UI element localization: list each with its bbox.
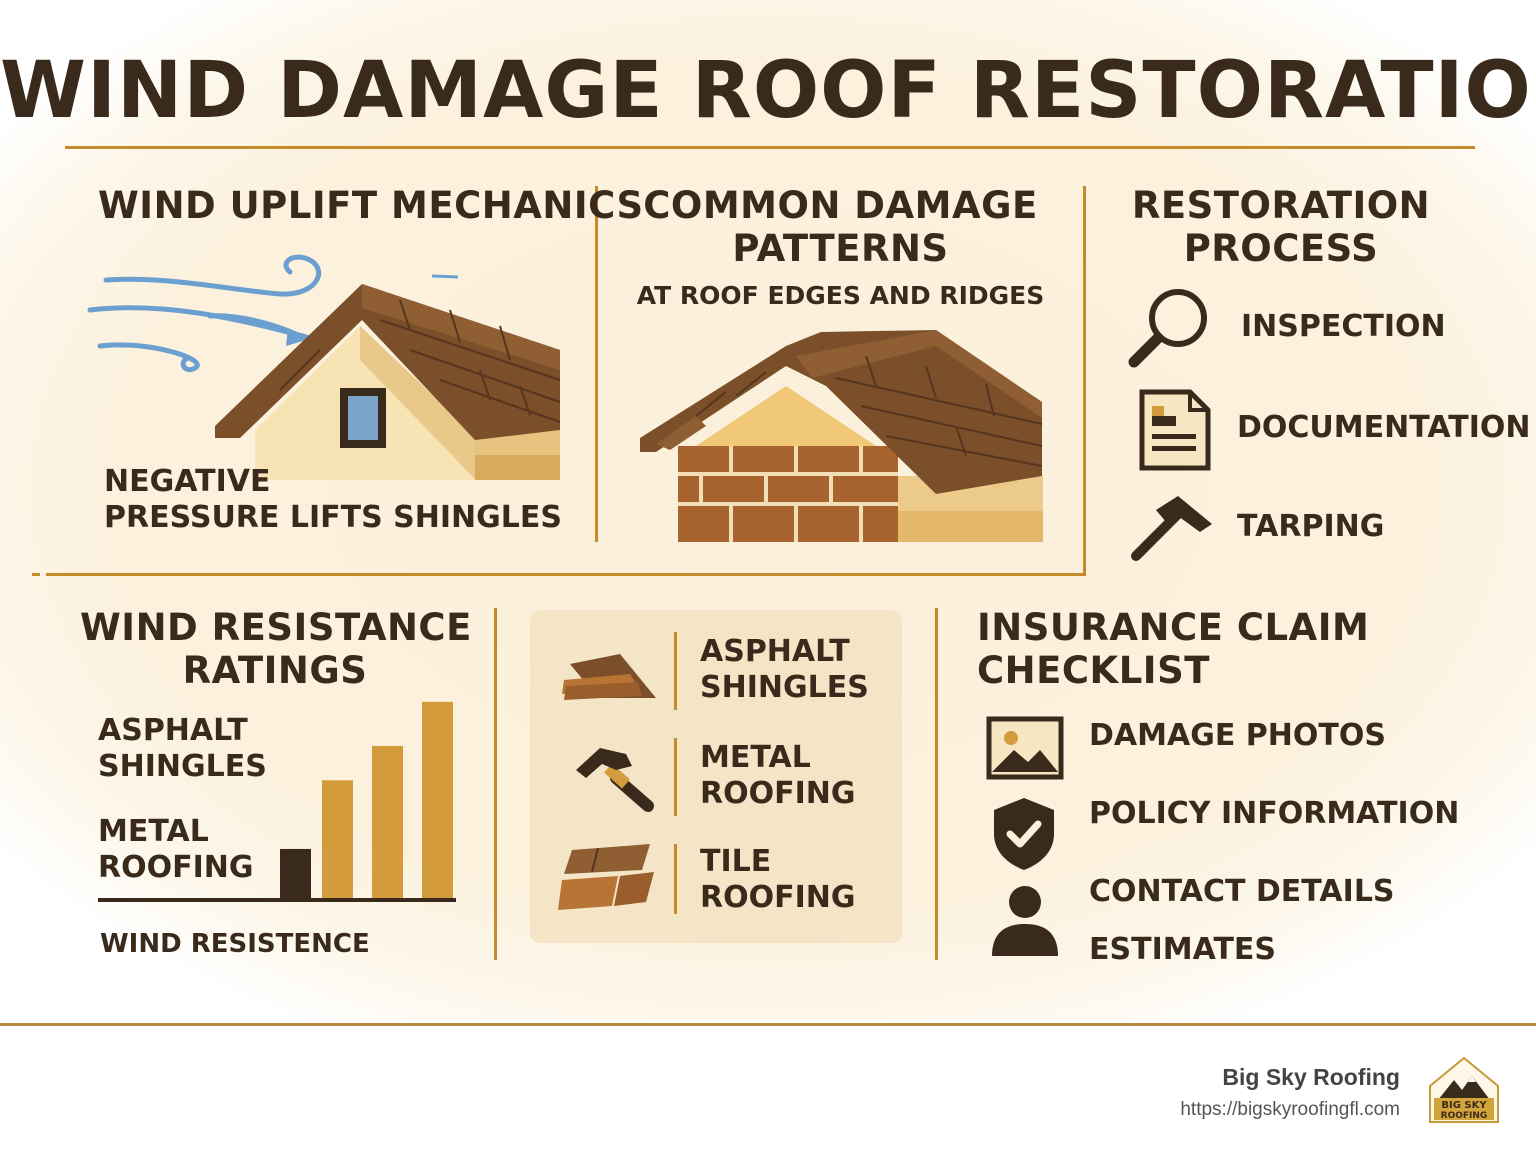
- wind-uplift-illustration: [87, 254, 561, 480]
- chart-bar-3: [372, 745, 403, 898]
- restoration-step-documentation: DOCUMENTATION: [1237, 410, 1531, 445]
- divider-middle: [46, 573, 1086, 576]
- restoration-heading-line2: PROCESS: [1183, 227, 1379, 270]
- chart-bar-4: [422, 701, 453, 898]
- materials-divider-3: [674, 844, 677, 914]
- insurance-heading-line2: CHECKLIST: [977, 649, 1210, 692]
- restoration-step-tarping: TARPING: [1237, 509, 1385, 544]
- divider-bottom-2: [935, 608, 938, 960]
- hammer-icon: [576, 748, 654, 812]
- chart-bar-1: [280, 848, 311, 898]
- title-divider: [65, 146, 1475, 149]
- divider-top-2: [1083, 186, 1086, 576]
- insurance-item-photos: DAMAGE PHOTOS: [1089, 718, 1386, 753]
- material-asphalt-line1: ASPHALT: [700, 634, 850, 669]
- uplift-caption-line2: PRESSURE LIFTS SHINGLES: [104, 500, 562, 535]
- uplift-heading: WIND UPLIFT MECHANICS: [98, 184, 644, 227]
- material-metal-line2: ROOFING: [700, 776, 856, 811]
- materials-divider-2: [674, 738, 677, 816]
- magnifier-icon: [1128, 289, 1207, 368]
- insurance-item-contact: CONTACT DETAILS: [1089, 874, 1395, 909]
- insurance-item-estimates: ESTIMATES: [1089, 932, 1277, 967]
- wind-resistance-bar-chart: [98, 701, 456, 902]
- shingle-icon: [562, 654, 656, 700]
- insurance-item-policy: POLICY INFORMATION: [1089, 796, 1460, 831]
- ratings-label-metal-line1: METAL: [98, 814, 209, 849]
- restoration-heading-line1: RESTORATION: [1131, 184, 1431, 227]
- svg-text:BIG SKY: BIG SKY: [1441, 1100, 1487, 1111]
- divider-middle-stub: [32, 573, 40, 576]
- company-logo: BIG SKY ROOFING: [1429, 1056, 1499, 1123]
- ratings-heading-line2: RATINGS: [182, 649, 368, 692]
- restoration-step-inspection: INSPECTION: [1241, 309, 1446, 344]
- ratings-label-metal-line2: ROOFING: [98, 850, 254, 885]
- material-asphalt-line2: SHINGLES: [700, 670, 869, 705]
- ratings-heading-line1: WIND RESISTANCE: [80, 606, 472, 649]
- damage-subheading: AT ROOF EDGES AND RIDGES: [636, 281, 1045, 310]
- hammer-icon: [1131, 496, 1212, 561]
- material-tile-line2: ROOFING: [700, 880, 856, 915]
- divider-top-1: [595, 186, 598, 542]
- roof-edge-damage-illustration: [640, 330, 1043, 542]
- damage-heading-line2: PATTERNS: [732, 227, 949, 270]
- shield-check-icon: [994, 798, 1054, 870]
- photo-icon: [986, 716, 1064, 780]
- footer-url[interactable]: https://bigskyroofingfl.com: [1180, 1099, 1400, 1120]
- footer-divider: [0, 1023, 1536, 1026]
- tile-icon: [558, 844, 654, 910]
- footer-brand: Big Sky Roofing: [1222, 1064, 1400, 1090]
- damage-heading-line1: COMMON DAMAGE: [643, 184, 1038, 227]
- material-tile-line1: TILE: [700, 844, 772, 879]
- divider-bottom-1: [494, 608, 497, 960]
- chart-bar-2: [322, 780, 353, 898]
- chart-axis-label: WIND RESISTENCE: [100, 929, 370, 959]
- material-metal-line1: METAL: [700, 740, 811, 775]
- ratings-label-asphalt-line1: ASPHALT: [98, 713, 248, 748]
- person-icon: [992, 886, 1058, 956]
- svg-text:ROOFING: ROOFING: [1441, 1111, 1488, 1121]
- document-icon: [1139, 389, 1211, 471]
- uplift-caption-line1: NEGATIVE: [104, 464, 271, 499]
- infographic-poster: WIND DAMAGE ROOF RESTORATION WIND UPLIFT…: [0, 0, 1536, 1020]
- insurance-heading-line1: INSURANCE CLAIM: [977, 606, 1370, 649]
- page-title: WIND DAMAGE ROOF RESTORATION: [0, 46, 1536, 136]
- materials-divider-1: [674, 632, 677, 710]
- ratings-label-asphalt-line2: SHINGLES: [98, 749, 267, 784]
